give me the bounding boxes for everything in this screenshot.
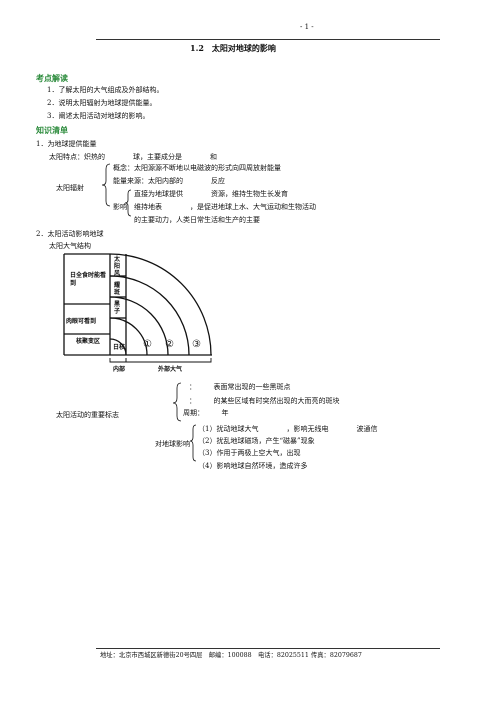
impact-1: （1）扰动地球大气 ，影响无线电 波通信 [198,425,378,433]
footer-rule [96,648,440,649]
section-heading-kaodian: 考点解读 [36,73,68,83]
sun-traits: 太阳特点：炽热的 球，主要成分是 和 [49,153,217,161]
influence-label: 影响 [113,203,127,211]
header-rule [96,39,440,40]
influence-1: 直接为地球提供 资源，维持生物生长发育 [134,190,288,198]
activity-period: 周期： 年 [183,409,229,417]
radiation-label: 太阳辐射 [56,184,84,192]
radiation-concept: 概念：太阳源源不断地以电磁波的形式向四周放射能量 [113,164,281,172]
activity-line-1: ： 表面常出现的一些黑斑点 [189,383,291,391]
footer-address: 地址：北京市西城区新德街20号四层 邮编：100088 电话：82025511 … [100,652,362,659]
activity-line-2: ： 的某些区域有时突然出现的大而亮的斑块 [189,397,340,405]
section-heading-zhishi: 知识清单 [36,125,68,135]
label-naked-eye: 肉眼可看到 [66,318,97,325]
activity-label: 太阳活动的重要标志 [56,411,119,419]
label-flare: 耀斑 [114,282,121,296]
label-core: 日核 [113,344,126,351]
label-sunspot: 黑子 [114,301,121,315]
layer-3-marker: ③ [192,339,201,350]
label-solar-wind: 太阳风 [114,256,121,277]
influence-3: 的主要动力，人类日常生活和生产的主要 [134,216,260,224]
layer-2-marker: ② [165,339,174,350]
impact-label: 对地球影响 [155,440,190,448]
impact-3: （3）作用于两极上空大气，出现 [198,449,301,457]
label-interior: 内部 [113,366,126,373]
influence-2: 维持地表 ，是促进地球上水、大气运动和生物活动 [134,203,316,211]
layer-1-marker: ① [143,339,152,350]
objective-item: 2．说明太阳辐射为地球提供能量。 [47,99,157,107]
radiation-energy: 能量来源：太阳内部的 反应 [113,177,225,185]
objective-item: 3．阐述太阳活动对地球的影响。 [47,112,150,120]
impact-4: （4）影响地球自然环境，造成许多 [198,462,308,470]
knowledge-item-1: 1．为地球提供能量 [36,140,97,148]
impact-2: （2）扰乱地球磁场，产生“磁暴”现象 [198,437,315,445]
document-title: 1.2 太阳对地球的影响 [190,43,276,53]
label-outer-atmosphere: 外部大气 [158,366,183,373]
atmosphere-title: 太阳大气结构 [49,242,91,250]
label-fusion-zone: 核聚变区 [76,338,101,345]
objective-item: 1．了解太阳的大气组成及外部结构。 [47,86,164,94]
label-total-eclipse: 日全食时能看到 [70,272,107,287]
knowledge-item-2: 2．太阳活动影响地球 [36,230,104,238]
page-number: - 1 - [300,23,314,31]
